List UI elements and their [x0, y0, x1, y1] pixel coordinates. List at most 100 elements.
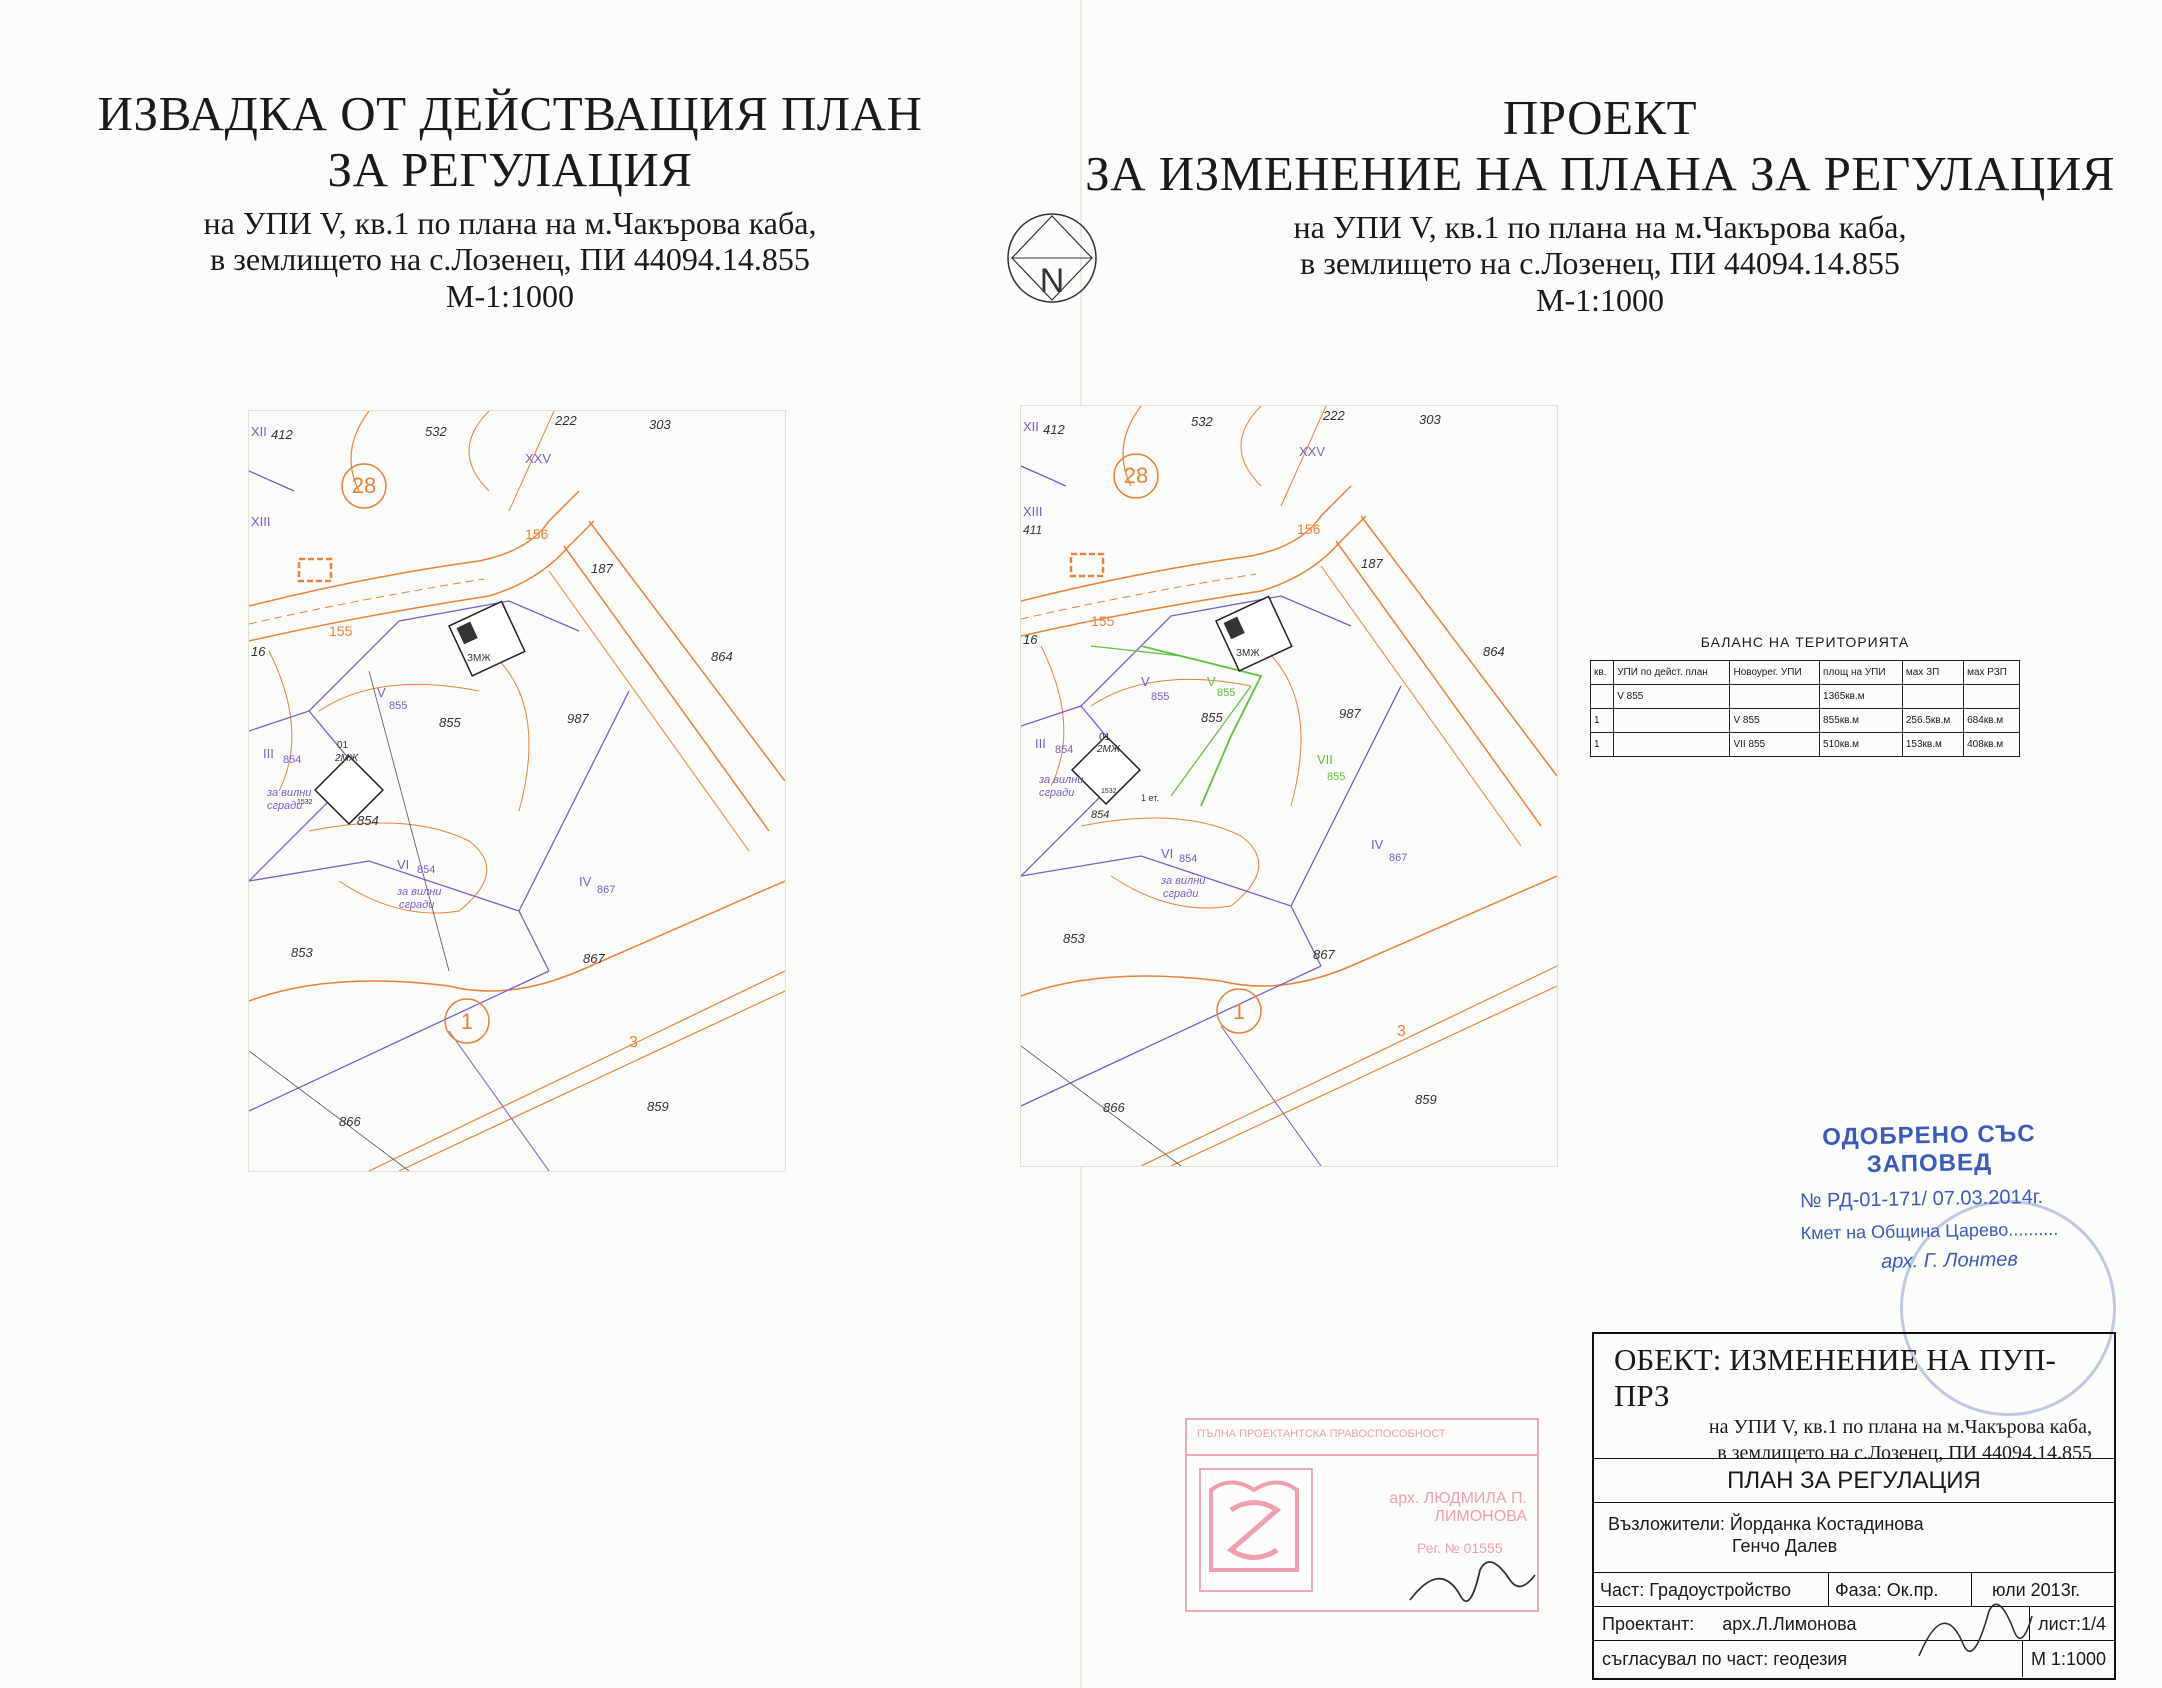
balance-cell: 684кв.м: [1963, 708, 2020, 733]
label-sgradi: сгради: [267, 800, 302, 812]
assigner-2: Генчо Далев: [1732, 1536, 1838, 1556]
designer-label: Проектант:: [1602, 1614, 1695, 1634]
label-u12: XII: [1023, 419, 1039, 434]
label-u4-867: 867: [1389, 852, 1407, 864]
balance-header: УПИ по дейст. план: [1613, 660, 1731, 685]
label-u5a-855: 855: [1151, 691, 1169, 703]
approval-order-number: № РД-01-171/ 07.03.2014г.: [1799, 1186, 2044, 1213]
stamp-top-text: ПЪЛНА ПРОЕКТАНТСКА ПРАВОСПОСОБНОСТ: [1187, 1420, 1537, 1456]
label-vila: за вилни: [1038, 774, 1083, 786]
label-u25: XXV: [525, 451, 551, 466]
balance-cell: [1613, 732, 1731, 757]
label-867: 867: [583, 951, 605, 966]
label-u5-855: 855: [389, 700, 407, 712]
object-line2: на УПИ V, кв.1 по плана на м.Чакърова ка…: [1708, 1416, 2092, 1438]
designer-signature-icon: [1918, 1603, 2033, 1657]
approval-stamp: ОДОБРЕНО СЪС ЗАПОВЕД № РД-01-171/ 07.03.…: [1759, 1119, 2102, 1276]
label-1: 1: [1233, 999, 1245, 1024]
balance-cell: 1365кв.м: [1819, 684, 1903, 709]
label-u13: XIII: [1023, 504, 1043, 519]
balance-header-row: кв. УПИ по дейст. план Новоурег. УПИ пло…: [1589, 660, 2020, 685]
label-853: 853: [291, 945, 313, 960]
sheet-label: лист:1/4: [2029, 1607, 2114, 1641]
label-u7-855: 855: [1327, 771, 1345, 783]
balance-cell: [1901, 684, 1965, 709]
balance-cell: V 855: [1613, 684, 1731, 709]
balance-cell: 256.5кв.м: [1901, 708, 1965, 733]
title-block: ОБЕКТ: ИЗМЕНЕНИЕ НА ПУП-ПРЗ на УПИ V, кв…: [1592, 1332, 2116, 1680]
label-156: 156: [1297, 521, 1321, 537]
label-vila: за вилни: [266, 787, 311, 799]
balance-cell: [1963, 684, 2020, 709]
balance-header: кв.: [1589, 660, 1615, 685]
balance-header: площ на УПИ: [1819, 660, 1903, 685]
label-187: 187: [591, 561, 613, 576]
label-1: 1: [461, 1009, 473, 1034]
label-sgradi: сгради: [1039, 787, 1074, 799]
label-855: 855: [1201, 710, 1223, 725]
balance-cell: V 855: [1729, 708, 1821, 733]
label-854: 854: [357, 813, 379, 828]
balance-title: БАЛАНС НА ТЕРИТОРИЯТА: [1700, 634, 1910, 650]
label-855: 855: [439, 715, 461, 730]
label-854: 854: [1091, 809, 1109, 821]
label-u6: VI: [1161, 846, 1173, 861]
approval-title: ОДОБРЕНО СЪС ЗАПОВЕД: [1822, 1120, 2036, 1179]
part-label: Част: Градоустройство: [1594, 1573, 1829, 1607]
balance-header: Новоурег. УПИ: [1729, 660, 1821, 685]
date-label: юли 2013г.: [1992, 1580, 2081, 1600]
label-412: 412: [271, 427, 293, 442]
right-scale: М-1:1000: [1536, 282, 1664, 319]
agreed-label: съгласувал по част: геодезия: [1602, 1649, 1848, 1669]
label-853: 853: [1063, 931, 1085, 946]
label-sgradi2: сгради: [399, 899, 434, 911]
label-zmj: ЗМЖ: [1236, 648, 1260, 659]
label-1532: 1532: [1101, 788, 1117, 795]
designer-stamp: ПЪЛНА ПРОЕКТАНТСКА ПРАВОСПОСОБНОСТ арх. …: [1185, 1418, 1539, 1612]
north-letter: N: [1040, 262, 1065, 300]
label-u5: V: [377, 685, 386, 700]
left-subtitle-line1: на УПИ V, кв.1 по плана на м.Чакърова ка…: [203, 204, 817, 241]
label-u3-854: 854: [1055, 744, 1073, 756]
label-u5b: V: [1207, 674, 1216, 689]
right-subtitle-line2: в землището на с.Лозенец, ПИ 44094.14.85…: [1300, 245, 1900, 282]
label-222: 222: [554, 413, 577, 428]
label-u12: XII: [251, 424, 267, 439]
balance-cell: [1729, 684, 1821, 709]
label-866: 866: [339, 1114, 361, 1129]
assigner-1: Възложители: Йорданка Костадинова: [1608, 1514, 1924, 1534]
label-u6-854: 854: [1179, 853, 1197, 865]
label-987: 987: [567, 711, 589, 726]
left-subtitle-line2: в землището на с.Лозенец, ПИ 44094.14.85…: [210, 241, 810, 278]
label-28: 28: [352, 473, 376, 498]
label-867: 867: [1313, 947, 1335, 962]
label-zmj: ЗМЖ: [467, 653, 491, 664]
balance-cell: [1589, 684, 1615, 709]
right-subtitle-line1: на УПИ V, кв.1 по плана на м.Чакърова ка…: [1293, 208, 1907, 245]
left-title-line2: ЗА РЕГУЛАЦИЯ: [327, 142, 693, 198]
label-1et: 1 ет.: [1141, 793, 1159, 803]
balance-cell: 510кв.м: [1819, 732, 1903, 757]
balance-row: 1 VII 855 510кв.м 153кв.м 408кв.м: [1589, 732, 2020, 757]
right-title-block: ПРОЕКТ ЗА ИЗМЕНЕНИЕ НА ПЛАНА ЗА РЕГУЛАЦИ…: [1080, 90, 2120, 319]
label-1532: 1532: [297, 799, 313, 806]
designer-row: Проектант: арх.Л.Лимонова лист:1/4: [1594, 1606, 2114, 1641]
label-u5b-855: 855: [1217, 687, 1235, 699]
label-412: 412: [1043, 422, 1065, 437]
label-303: 303: [1419, 412, 1441, 427]
label-u25: XXV: [1299, 444, 1325, 459]
agreed-row: съгласувал по част: геодезия М 1:1000: [1594, 1640, 2114, 1677]
balance-cell: VII 855: [1729, 732, 1821, 757]
label-222: 222: [1322, 408, 1345, 423]
balance-row: 1 V 855 855кв.м 256.5кв.м 684кв.м: [1589, 708, 2020, 733]
right-title-line2: ЗА ИЗМЕНЕНИЕ НА ПЛАНА ЗА РЕГУЛАЦИЯ: [1085, 146, 2115, 202]
round-seal-icon: [1900, 1200, 2116, 1416]
right-title-line1: ПРОЕКТ: [1502, 90, 1698, 145]
phase-label: Фаза: Ок.пр.: [1829, 1573, 1972, 1607]
label-u13: XIII: [251, 514, 271, 529]
label-864: 864: [711, 649, 733, 664]
label-u4-867: 867: [597, 884, 615, 896]
label-u5a: V: [1141, 674, 1150, 689]
label-16: 16: [251, 644, 266, 659]
label-532: 532: [425, 424, 447, 439]
